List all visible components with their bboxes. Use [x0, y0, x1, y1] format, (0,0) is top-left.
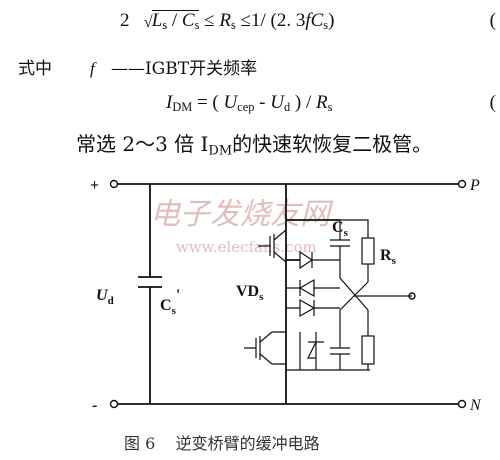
eq1-coefficient: 2: [120, 10, 130, 31]
definition-text: ——IGBT开关频率: [110, 59, 258, 79]
watermark-url: www.elecfans.com: [176, 238, 317, 256]
terminal-N: [457, 399, 467, 409]
label-Cs-prime: Cs': [160, 287, 180, 317]
lower-fwd-diode: [307, 341, 324, 359]
eq1-le-2: ≤: [240, 10, 251, 31]
igbt-lower: [244, 331, 286, 365]
eq1-le-1: ≤: [204, 10, 215, 31]
eq1-rhs-suffix: ): [328, 10, 335, 31]
watermark-cn: 电子发烧友网: [150, 197, 334, 232]
caption-label: 图 6: [124, 434, 156, 453]
vds-lower-diode: [299, 298, 316, 318]
igbt-upper: [258, 229, 287, 263]
eq1-C2: C: [310, 10, 324, 31]
caption-title: 逆变桥臂的缓冲电路: [175, 434, 320, 453]
definition-symbol: f: [90, 59, 95, 78]
eq2-R-sub: s: [327, 100, 333, 115]
eq1-R: R: [219, 10, 231, 31]
label-minus: -: [92, 397, 97, 414]
eq1-L-sub: s: [162, 18, 168, 33]
eq2-eq-open: = (: [196, 92, 219, 113]
label-N: N: [469, 397, 482, 414]
eq1-slash: /: [171, 10, 178, 31]
eq2-I-sub: DM: [172, 100, 193, 115]
terminal-minus-left: [109, 399, 119, 409]
lower-snubber-wires: [286, 332, 370, 371]
label-Ud: Ud: [96, 287, 114, 307]
terminal-P: [457, 179, 467, 189]
vds-upper-diode: [298, 278, 315, 298]
resistor-Rs-lower: [361, 335, 375, 365]
label-Rs: Rs: [380, 247, 397, 267]
eq2-minus: -: [259, 92, 266, 113]
eq2-I: I: [166, 92, 173, 113]
label-P: P: [469, 177, 480, 194]
eq2-R: R: [315, 92, 328, 113]
eq1-f: f: [305, 10, 311, 31]
definition-prefix: 式中: [18, 59, 52, 79]
capacitor-Cs-lower: [330, 338, 350, 370]
eq1-C-sub: s: [194, 18, 200, 33]
label-plus: +: [90, 177, 99, 194]
eq1-sqrt: √ Ls / Cs: [143, 10, 200, 33]
eq2-U1-sub: cep: [237, 100, 255, 115]
eq2-close-div: ) /: [294, 92, 312, 113]
eq1-number: (: [489, 10, 496, 31]
eq1-C: C: [181, 10, 195, 31]
snubber-circuit-figure: 电子发烧友网 www.elecfans.com + - P N Ud Cs' C…: [90, 177, 482, 414]
eq1-L: L: [151, 10, 163, 31]
upper-snubber-wires: [286, 219, 340, 261]
eq1-rhs-prefix: 1/ (2. 3: [250, 10, 306, 31]
terminal-plus-left: [109, 179, 119, 189]
eq2-U2: U: [270, 92, 284, 113]
label-VDs: VDs: [236, 283, 264, 303]
sentence-sub: DM: [208, 143, 233, 159]
sentence-before: 常选 2～3 倍 I: [76, 132, 209, 156]
resistor-Rs-upper-wires: [340, 219, 369, 282]
capacitor-Cs-upper: [330, 220, 350, 260]
eq2-number: (: [489, 92, 496, 113]
cross-wires: [339, 260, 412, 338]
sentence-after: 的快速软恢复二极管。: [232, 132, 433, 156]
eq2-U1: U: [223, 92, 238, 113]
eq1-C2-sub: s: [323, 18, 329, 33]
eq1-R-sub: s: [230, 18, 236, 33]
cs-prime-plates: [138, 276, 162, 288]
label-Cs: Cs: [332, 219, 349, 239]
eq2-U2-sub: d: [283, 100, 291, 115]
resistor-Rs-upper: [361, 237, 375, 265]
